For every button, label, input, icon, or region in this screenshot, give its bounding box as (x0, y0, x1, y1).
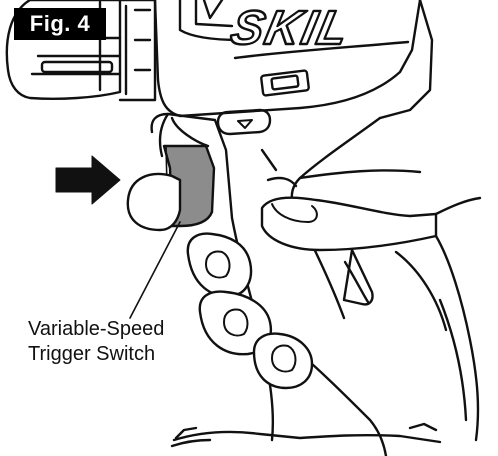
arrow-right-icon (55, 155, 121, 205)
index-finger (126, 172, 182, 232)
brand-logo: SKIL (226, 1, 355, 54)
direction-arrow-icon (237, 119, 253, 129)
fingers (186, 232, 314, 390)
callout-leader-line (129, 221, 181, 319)
tool-handle (150, 112, 422, 442)
battery-base (170, 422, 442, 448)
thumb (260, 196, 438, 252)
housing-body (153, 0, 434, 120)
direction-button (216, 108, 272, 136)
callout-line-1: Variable-Speed (28, 318, 165, 340)
trigger-callout: Variable-Speed Trigger Switch (28, 317, 228, 367)
callout-line-2: Trigger Switch (28, 343, 156, 365)
figure-label: Fig. 4 (14, 8, 106, 40)
hand-palm (310, 196, 482, 456)
